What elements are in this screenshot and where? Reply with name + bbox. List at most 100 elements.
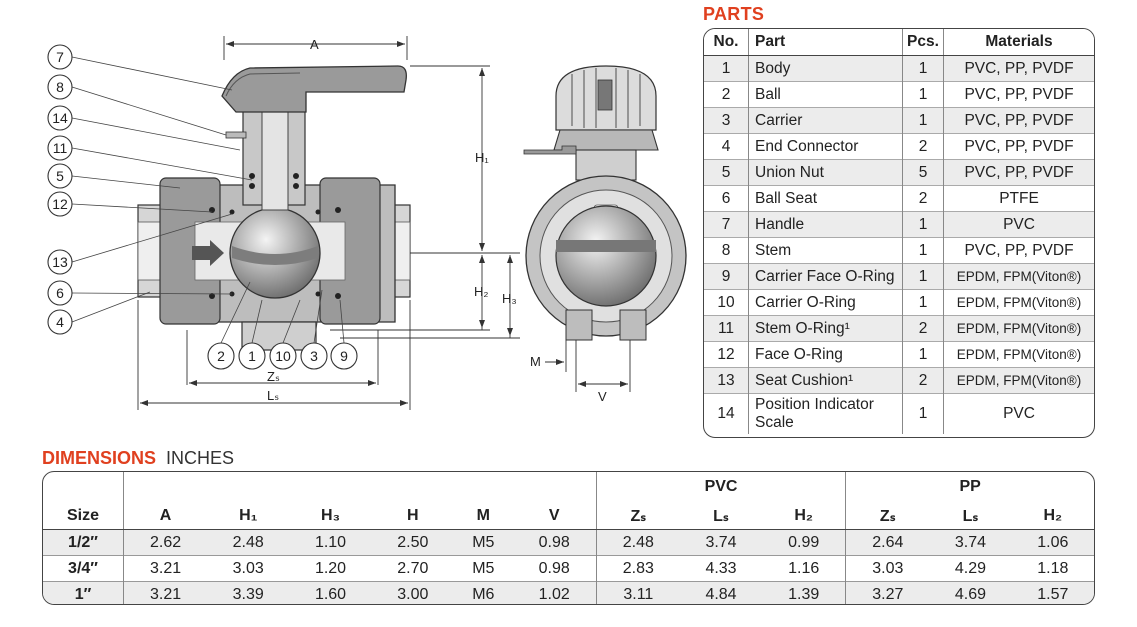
parts-cell-part: Carrier <box>748 107 903 134</box>
parts-cell-pcs: 5 <box>902 159 944 186</box>
callout-9: 9 <box>330 342 358 370</box>
parts-cell-no: 2 <box>704 81 749 108</box>
dimensions-unit: INCHES <box>166 448 235 468</box>
parts-cell-part: Position Indicator Scale <box>748 393 903 434</box>
svg-text:4: 4 <box>56 314 64 330</box>
dimensions-value-cell: 2.64 <box>845 529 930 556</box>
dimensions-value-cell: M6 <box>453 581 513 604</box>
parts-cell-pcs: 1 <box>902 211 944 238</box>
dimensions-value-cell: 4.33 <box>679 555 763 582</box>
parts-cell-part: Stem <box>748 237 903 264</box>
group-pvc: PVC <box>595 472 846 502</box>
parts-cell-materials: PVC <box>943 211 1094 238</box>
callout-7: 7 <box>47 44 73 70</box>
parts-header-no: No. <box>704 29 749 56</box>
dimensions-size-cell: 1″ <box>43 581 124 604</box>
parts-cell-no: 6 <box>704 185 749 212</box>
parts-cell-materials: PVC, PP, PVDF <box>943 55 1094 82</box>
parts-cell-pcs: 2 <box>902 367 944 394</box>
parts-cell-no: 12 <box>704 341 749 368</box>
dim-label-a: A <box>310 37 319 52</box>
dim-label-h3: H₃ <box>502 291 517 306</box>
parts-cell-part: Ball <box>748 81 903 108</box>
parts-header-part: Part <box>748 29 903 56</box>
parts-cell-part: Seat Cushion¹ <box>748 367 903 394</box>
parts-header-pcs: Pcs. <box>902 29 944 56</box>
parts-cell-part: End Connector <box>748 133 903 160</box>
dimensions-value-cell: 2.62 <box>123 529 208 556</box>
dimensions-header-cell: A <box>123 502 208 530</box>
dimensions-value-cell: 1.16 <box>762 555 846 582</box>
dimensions-value-cell: 1.60 <box>289 581 372 604</box>
dimensions-value-cell: 0.98 <box>512 555 597 582</box>
dimensions-value-cell: M5 <box>453 529 513 556</box>
dimensions-value-cell: 1.39 <box>762 581 846 604</box>
svg-text:3: 3 <box>310 348 318 364</box>
dimensions-header-cell: H₂ <box>762 502 846 530</box>
parts-cell-materials: EPDM, FPM(Viton®) <box>943 341 1094 368</box>
parts-cell-materials: PTFE <box>943 185 1094 212</box>
parts-cell-materials: EPDM, FPM(Viton®) <box>943 315 1094 342</box>
dim-label-h1: H₁ <box>475 150 489 165</box>
parts-cell-pcs: 2 <box>902 185 944 212</box>
dimensions-value-cell: 2.48 <box>207 529 290 556</box>
dimensions-value-cell: 3.03 <box>207 555 290 582</box>
svg-text:6: 6 <box>56 285 64 301</box>
svg-text:10: 10 <box>275 348 291 364</box>
callout-1: 1 <box>238 342 266 370</box>
parts-cell-materials: PVC <box>943 393 1094 434</box>
parts-cell-materials: PVC, PP, PVDF <box>943 237 1094 264</box>
callout-13: 13 <box>47 249 73 275</box>
callout-5: 5 <box>47 163 73 189</box>
parts-cell-materials: PVC, PP, PVDF <box>943 133 1094 160</box>
dimensions-value-cell: 1.06 <box>1011 529 1094 556</box>
parts-cell-part: Body <box>748 55 903 82</box>
svg-text:8: 8 <box>56 79 64 95</box>
callout-12: 12 <box>47 191 73 217</box>
parts-cell-materials: EPDM, FPM(Viton®) <box>943 263 1094 290</box>
dimensions-value-cell: 1.10 <box>289 529 372 556</box>
dimensions-value-cell: 3.00 <box>371 581 454 604</box>
svg-text:2: 2 <box>217 348 225 364</box>
dim-label-zs: Zₛ <box>267 369 280 384</box>
dimensions-value-cell: M5 <box>453 555 513 582</box>
dimensions-value-cell: 3.03 <box>845 555 930 582</box>
parts-cell-materials: PVC, PP, PVDF <box>943 159 1094 186</box>
parts-cell-no: 13 <box>704 367 749 394</box>
dimensions-header-cell: H <box>371 502 454 530</box>
parts-cell-materials: PVC, PP, PVDF <box>943 107 1094 134</box>
dim-label-m: M <box>530 354 541 369</box>
parts-cell-no: 1 <box>704 55 749 82</box>
dimensions-header-cell: Lₛ <box>679 502 763 530</box>
callout-8: 8 <box>47 74 73 100</box>
callout-6: 6 <box>47 280 73 306</box>
parts-cell-part: Face O-Ring <box>748 341 903 368</box>
dimensions-value-cell: 2.83 <box>595 555 680 582</box>
dimensions-value-cell: 2.48 <box>595 529 680 556</box>
dim-label-ls: Lₛ <box>267 388 279 403</box>
parts-cell-pcs: 1 <box>902 237 944 264</box>
svg-text:1: 1 <box>248 348 256 364</box>
parts-cell-pcs: 1 <box>902 393 944 434</box>
parts-cell-no: 10 <box>704 289 749 316</box>
parts-cell-no: 3 <box>704 107 749 134</box>
dim-label-h2: H₂ <box>474 284 488 299</box>
